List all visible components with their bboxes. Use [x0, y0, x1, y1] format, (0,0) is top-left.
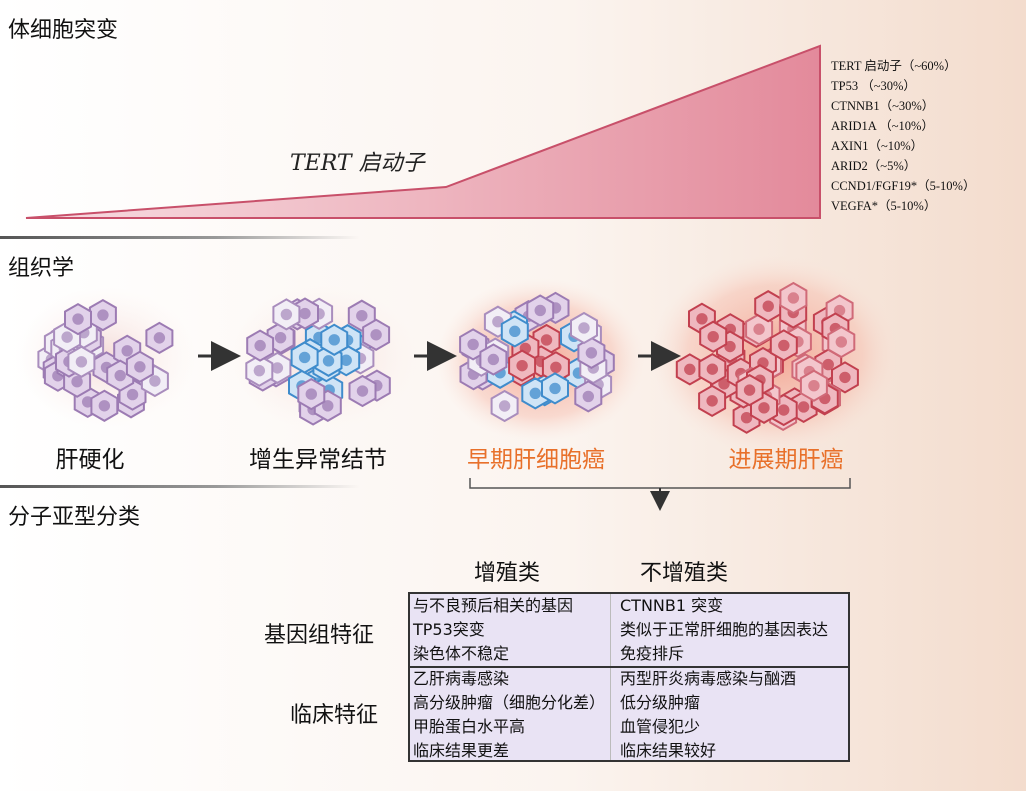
table-line: 高分级肿瘤（细胞分化差） [413, 693, 606, 712]
mutation-item: TP53 （~30%） [831, 79, 916, 93]
section-title-histology: 组织学 [8, 256, 75, 281]
mutation-accumulation-wedge [25, 44, 821, 219]
table-line: 血管侵犯少 [620, 717, 701, 736]
cancer-cell [831, 361, 859, 394]
mutation-item: TERT 启动子（~60%） [831, 59, 957, 73]
cancer-cell [745, 313, 774, 346]
section-title-subtype: 分子亚型分类 [8, 505, 141, 530]
normal-hepatocyte [90, 389, 119, 422]
cancer-cell [769, 329, 798, 362]
table-line: 临床结果较好 [620, 741, 717, 760]
genomic-proliferative-cell: 与不良预后相关的基因 TP53突变 染色体不稳定 [413, 594, 573, 666]
dysplastic-cell [320, 323, 349, 356]
table-line: 乙肝病毒感染 [413, 669, 510, 688]
table-line: 临床结果更差 [413, 741, 510, 760]
section-title-somatic: 体细胞突变 [8, 18, 119, 43]
mutation-item: CTNNB1（~30%） [831, 99, 935, 113]
row-head-genomic: 基因组特征 [264, 623, 375, 648]
table-line: 甲胎蛋白水平高 [413, 717, 526, 736]
cancer-cell [779, 281, 808, 315]
mutation-item: ARID2（~5%） [831, 159, 917, 173]
table-line: 低分级肿瘤 [620, 693, 701, 712]
cancer-cell [698, 352, 727, 386]
normal-hepatocyte [570, 311, 598, 345]
table-line: 与不良预后相关的基因 [413, 596, 574, 615]
cancer-cell [698, 384, 727, 418]
mutation-item: ARID1A （~10%） [831, 119, 934, 133]
normal-hepatocyte [106, 359, 135, 392]
bracket [469, 478, 851, 489]
clinical-proliferative-cell: 乙肝病毒感染 高分级肿瘤（细胞分化差） 甲胎蛋白水平高 临床结果更差 [413, 667, 605, 763]
cancer-cell [699, 320, 728, 353]
table-line: 类似于正常肝细胞的基因表达 [620, 620, 829, 639]
normal-hepatocyte [348, 374, 377, 408]
row-head-clinical: 临床特征 [290, 703, 379, 728]
normal-hepatocyte [245, 354, 274, 387]
mutation-item: VEGFA*（5-10%） [831, 199, 937, 213]
dysplastic-cell [541, 372, 569, 405]
dysplastic-cell [290, 341, 319, 374]
stage-label-advanced-hcc: 进展期肝癌 [728, 447, 844, 473]
divider [610, 594, 611, 760]
cancer-cell [735, 373, 764, 407]
classification-table: 与不良预后相关的基因 TP53突变 染色体不稳定 CTNNB1 突变 类似于正常… [408, 592, 850, 762]
cancer-cell [754, 290, 783, 323]
mutation-item: CCND1/FGF19*（5-10%） [831, 179, 976, 193]
divider [410, 666, 848, 668]
normal-hepatocyte [246, 329, 275, 362]
dysplastic-cell [500, 315, 529, 348]
cancer-cell [827, 325, 856, 359]
tert-promoter-label: TERT 启动子 [290, 151, 425, 176]
divider [0, 485, 360, 488]
stage-label-dysplastic-nodule: 增生异常结节 [249, 447, 387, 473]
normal-hepatocyte [272, 298, 301, 331]
column-head-proliferative: 增殖类 [474, 561, 541, 586]
table-line: 染色体不稳定 [413, 644, 510, 663]
normal-hepatocyte [125, 350, 154, 383]
divider [0, 236, 360, 239]
normal-hepatocyte [88, 298, 117, 332]
cancer-cell [799, 369, 828, 402]
table-line: TP53突变 [413, 620, 485, 639]
stage-label-early-hcc: 早期肝细胞癌 [467, 447, 605, 473]
mutation-item: AXIN1（~10%） [831, 139, 924, 153]
normal-hepatocyte [577, 336, 606, 370]
cancer-cell [508, 349, 537, 382]
genomic-non-proliferative-cell: CTNNB1 突变 类似于正常肝细胞的基因表达 免疫排斥 [620, 594, 828, 666]
normal-hepatocyte [67, 345, 96, 378]
normal-hepatocyte [145, 321, 174, 355]
table-line: CTNNB1 突变 [620, 596, 724, 615]
normal-hepatocyte [490, 389, 519, 423]
normal-hepatocyte [297, 377, 326, 411]
table-line: 免疫排斥 [620, 644, 685, 663]
table-line: 丙型肝炎病毒感染与酗酒 [620, 669, 797, 688]
stage-label-cirrhosis: 肝硬化 [55, 447, 125, 473]
normal-hepatocyte [479, 343, 508, 376]
mutation-list: TERT 启动子（~60%） TP53 （~30%） CTNNB1（~30%） … [831, 56, 975, 216]
normal-hepatocyte [362, 318, 391, 351]
clinical-non-proliferative-cell: 丙型肝炎病毒感染与酗酒 低分级肿瘤 血管侵犯少 临床结果较好 [620, 667, 796, 763]
normal-hepatocyte [64, 302, 92, 336]
column-head-non-proliferative: 不增殖类 [640, 561, 729, 586]
normal-hepatocyte [574, 380, 603, 413]
normal-hepatocyte [526, 294, 555, 327]
